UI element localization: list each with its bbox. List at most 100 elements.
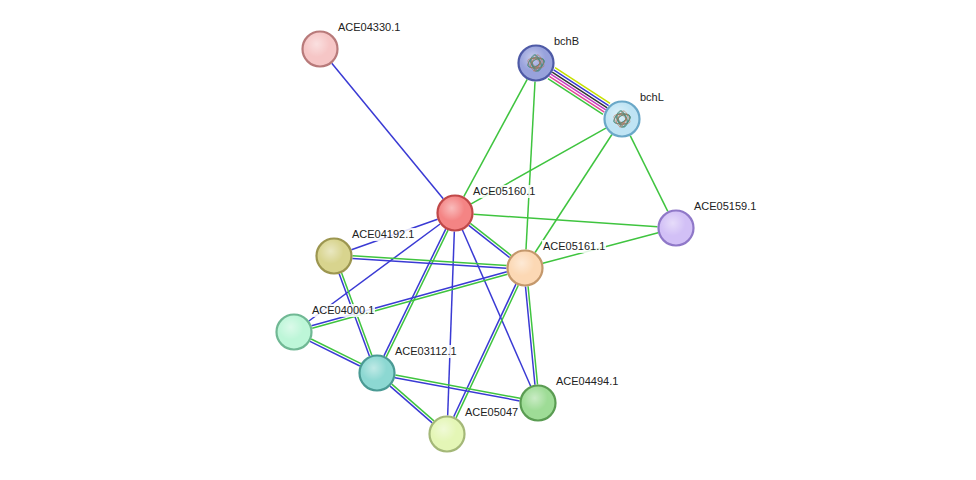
interaction-edge: [352, 256, 506, 268]
node-shine: [361, 357, 394, 390]
evidence-line: [535, 135, 612, 253]
node-circle: [656, 208, 696, 248]
evidence-line: [395, 378, 520, 401]
node-label: ACE04330.1: [337, 21, 401, 34]
node-fill: [277, 315, 312, 350]
interaction-edge: [332, 63, 443, 198]
interaction-edge: [526, 81, 535, 249]
evidence-line: [549, 76, 604, 112]
node-fill: [521, 386, 556, 421]
protein-node: ACE05161.1: [505, 248, 545, 288]
node-fill: [659, 211, 694, 246]
evidence-line: [332, 63, 443, 198]
evidence-line: [552, 72, 607, 108]
protein-node: ACE04494.1: [518, 383, 558, 423]
node-circle: [516, 43, 556, 83]
evidence-line: [456, 285, 518, 418]
node-label: ACE04494.1: [555, 375, 619, 388]
protein-node: bchL: [602, 99, 642, 139]
node-circle: [435, 193, 475, 233]
interaction-edge: [535, 135, 612, 253]
evidence-line: [352, 258, 506, 268]
evidence-line: [526, 81, 535, 249]
interaction-edge: [471, 128, 606, 204]
interaction-edge: [464, 79, 527, 196]
interaction-edge: [390, 384, 434, 423]
node-shine: [439, 197, 472, 230]
node-label: ACE04192.1: [351, 228, 415, 241]
protein-node: ACE05047: [427, 414, 467, 454]
node-fill: [317, 239, 352, 274]
node-circle: [427, 414, 467, 454]
node-label: ACE03112.1: [394, 345, 458, 358]
node-label: ACE05160.1: [472, 185, 536, 198]
evidence-line: [543, 233, 658, 264]
node-fill: [508, 251, 543, 286]
interaction-edge: [469, 223, 512, 257]
evidence-line: [384, 229, 446, 356]
protein-node: bchB: [516, 43, 556, 83]
evidence-line: [311, 272, 506, 326]
node-circle: [602, 99, 642, 139]
protein-node: ACE03112.1: [357, 353, 397, 393]
node-fill: [360, 356, 395, 391]
node-label: bchB: [553, 35, 580, 48]
evidence-line: [311, 339, 361, 364]
interaction-edge: [454, 284, 519, 418]
interaction-edge: [395, 375, 520, 401]
evidence-line: [309, 224, 440, 321]
interaction-edge: [311, 272, 507, 329]
node-shine: [522, 387, 555, 420]
evidence-line: [390, 386, 432, 423]
interaction-edge: [309, 224, 440, 321]
evidence-line: [353, 256, 507, 266]
interaction-edge: [548, 68, 610, 115]
node-circle: [505, 248, 545, 288]
node-label: ACE05159.1: [693, 200, 757, 213]
evidence-line: [525, 287, 534, 385]
node-shine: [304, 33, 337, 66]
interaction-edge: [351, 219, 437, 250]
evidence-line: [548, 79, 603, 115]
node-shine: [278, 316, 311, 349]
node-shine: [520, 47, 553, 80]
evidence-line: [469, 225, 510, 257]
node-fill: [438, 196, 473, 231]
node-shine: [606, 103, 639, 136]
evidence-line: [351, 219, 437, 250]
interaction-edge: [630, 136, 668, 212]
evidence-line: [395, 375, 520, 398]
interaction-edge: [525, 286, 537, 384]
protein-node: ACE05159.1: [656, 208, 696, 248]
evidence-line: [551, 74, 606, 110]
node-circle: [300, 29, 340, 69]
node-fill: [605, 102, 640, 137]
protein-structure: [614, 111, 630, 127]
node-label: ACE04000.1: [311, 304, 375, 317]
protein-node: ACE05160.1: [435, 193, 475, 233]
evidence-line: [454, 284, 516, 417]
node-label: bchL: [639, 91, 665, 104]
node-shine: [431, 418, 464, 451]
evidence-line: [471, 128, 606, 204]
protein-structure: [614, 111, 631, 128]
node-circle: [314, 236, 354, 276]
protein-node: ACE04000.1: [274, 312, 314, 352]
interaction-edge: [543, 233, 658, 264]
protein-node: ACE04192.1: [314, 236, 354, 276]
node-shine: [509, 252, 542, 285]
node-fill: [430, 417, 465, 452]
node-shine: [318, 240, 351, 273]
node-circle: [274, 312, 314, 352]
evidence-line: [630, 136, 668, 212]
protein-node: ACE04330.1: [300, 29, 340, 69]
evidence-line: [392, 384, 434, 421]
protein-structure: [528, 55, 544, 71]
evidence-line: [310, 341, 360, 366]
evidence-line: [473, 214, 657, 226]
interaction-edge: [310, 339, 361, 366]
node-fill: [303, 32, 338, 67]
node-label: ACE05161.1: [542, 240, 606, 253]
evidence-line: [464, 79, 527, 196]
evidence-line: [312, 274, 507, 328]
